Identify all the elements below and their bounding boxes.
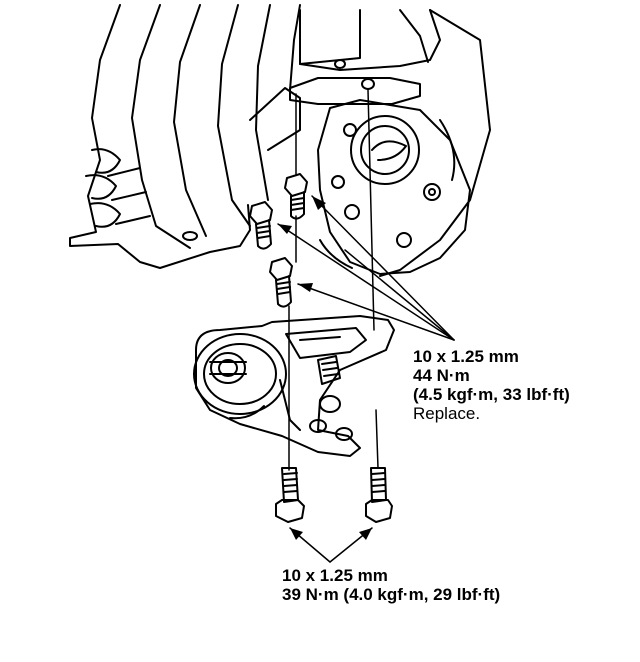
upper-bracket <box>289 9 491 277</box>
upper-bolt-1 <box>284 173 308 220</box>
upper-bolt-torque: 44 N·m <box>413 366 470 385</box>
lower-bolt-spec-callout: 10 x 1.25 mm 39 N·m (4.0 kgf·m, 29 lbf·f… <box>282 566 500 604</box>
upper-leader-arrows <box>277 195 455 341</box>
engine-block <box>317 99 471 275</box>
upper-bolt-note: Replace. <box>413 404 481 423</box>
alignment-lines <box>288 89 379 471</box>
upper-bolt-spec-callout: 10 x 1.25 mm 44 N·m (4.5 kgf·m, 33 lbf·f… <box>413 347 570 423</box>
lower-leader-arrows <box>289 527 373 563</box>
upper-bolt-2 <box>249 201 273 250</box>
transmission-housing <box>69 4 301 269</box>
upper-bolt-size: 10 x 1.25 mm <box>413 347 519 366</box>
lower-bolt-size: 10 x 1.25 mm <box>282 566 388 585</box>
upper-bolt-torque-alt: (4.5 kgf·m, 33 lbf·ft) <box>413 385 570 404</box>
lower-bolt-right <box>365 467 393 523</box>
upper-bolt-3 <box>269 257 293 308</box>
lower-bolt-torque: 39 N·m (4.0 kgf·m, 29 lbf·ft) <box>282 585 501 604</box>
engine-mount <box>193 315 395 457</box>
lower-bolt-left <box>275 467 305 523</box>
